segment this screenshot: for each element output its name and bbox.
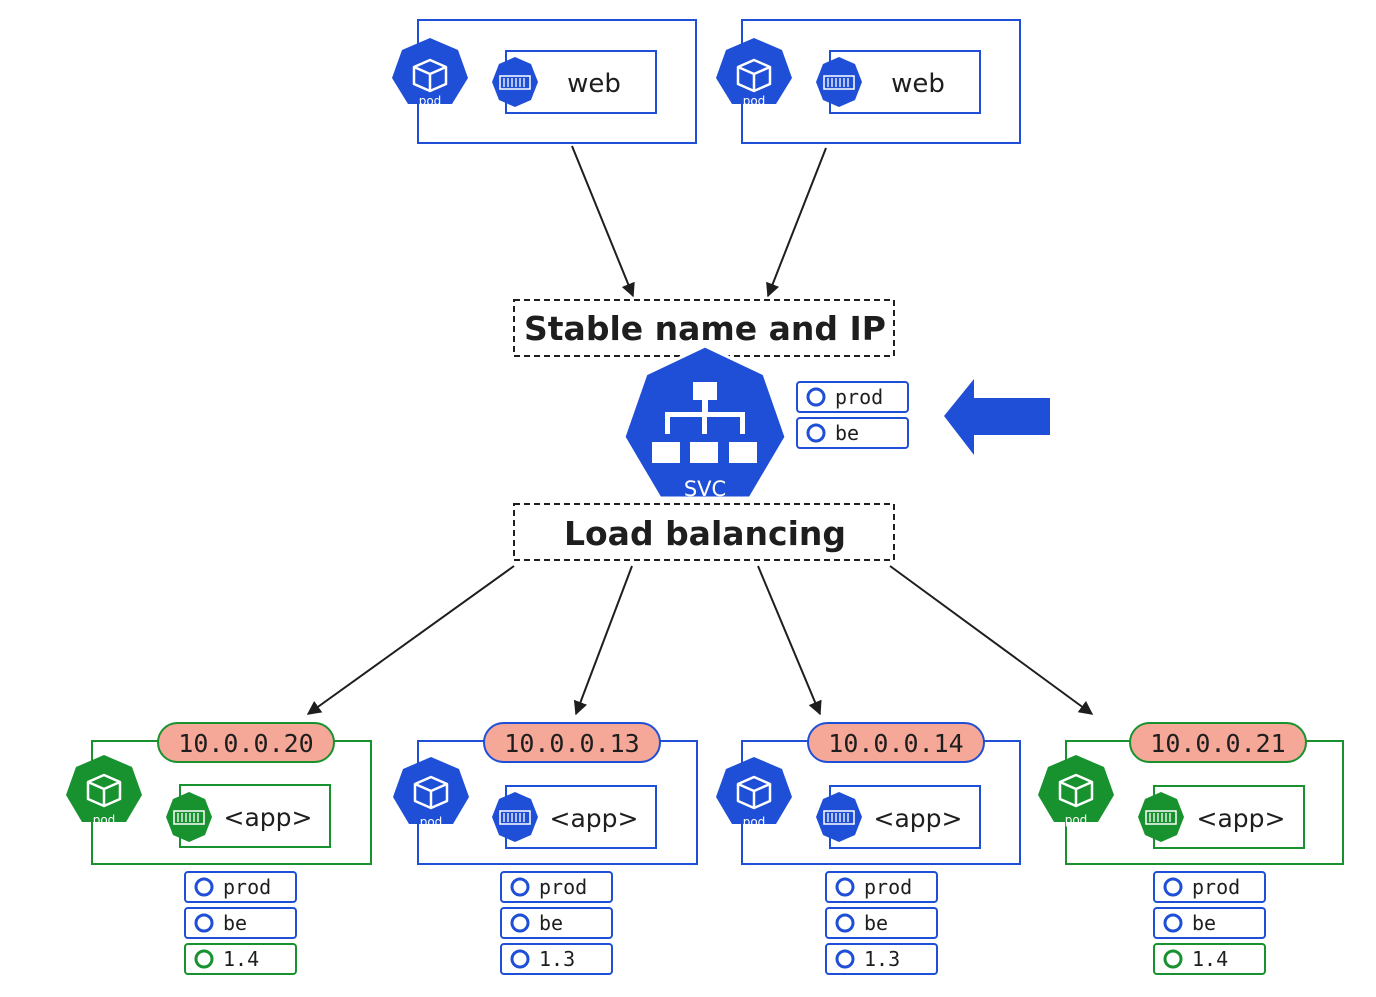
container-name: web — [891, 69, 945, 99]
arrow-web-1-to-service — [571, 145, 635, 298]
backend-pod-2: 10.0.0.13 pod <app> prod be — [393, 722, 698, 975]
pod-label: pod — [420, 815, 443, 829]
top-caption: Stable name and IP — [524, 309, 886, 348]
pod-label-prod: prod — [500, 871, 613, 903]
container-name: <app> — [1197, 804, 1286, 833]
container-name: web — [567, 69, 621, 99]
label-text: prod — [223, 875, 271, 899]
pod-icon: pod — [66, 755, 142, 827]
label-text: be — [539, 911, 563, 935]
arrow-left-icon — [944, 379, 1050, 455]
bottom-caption-box — [513, 503, 895, 561]
pod-label-version: 1.3 — [825, 943, 938, 975]
container-icon — [1138, 792, 1184, 842]
label-text: 1.4 — [1192, 947, 1228, 971]
service-icon: SVC — [622, 344, 788, 501]
pod-icon: pod — [392, 38, 468, 108]
label-text: prod — [1192, 875, 1240, 899]
container-icon — [166, 792, 212, 842]
label-text: be — [835, 421, 859, 445]
selector-label-prod: prod — [796, 381, 909, 413]
pod-label-prod: prod — [1153, 871, 1266, 903]
pod-label-version: 1.3 — [500, 943, 613, 975]
label-text: be — [864, 911, 888, 935]
frontend-pod-1: pod web — [392, 19, 697, 144]
label-text: be — [223, 911, 247, 935]
container-name: <app> — [874, 804, 963, 833]
bottom-caption: Load balancing — [564, 514, 846, 553]
ip-badge — [157, 722, 335, 763]
label-text: 1.3 — [864, 947, 900, 971]
svc-label: SVC — [684, 477, 726, 501]
container-icon — [492, 792, 538, 842]
pod-label-prod: prod — [184, 871, 297, 903]
ip-badge — [1129, 722, 1307, 763]
pod-label-be: be — [825, 907, 938, 939]
pod-label-prod: prod — [825, 871, 938, 903]
pod-label-version: 1.4 — [184, 943, 297, 975]
pod-label-be: be — [500, 907, 613, 939]
arrow-service-to-app-1 — [306, 565, 515, 715]
pod-label-version: 1.4 — [1153, 943, 1266, 975]
container-name: <app> — [550, 804, 639, 833]
ip-address: 10.0.0.21 — [1150, 729, 1285, 758]
container-icon — [816, 792, 862, 842]
pod-label-be: be — [184, 907, 297, 939]
ip-address: 10.0.0.13 — [504, 729, 639, 758]
container-icon — [492, 57, 538, 107]
backend-pod-3: 10.0.0.14 pod <app> prod be — [716, 722, 1021, 975]
label-text: prod — [539, 875, 587, 899]
backend-pod-1: 10.0.0.20 pod <app> prod be — [66, 722, 372, 975]
arrow-service-to-app-3 — [757, 565, 822, 716]
backend-pod-4: 10.0.0.21 pod <app> prod be — [1038, 722, 1344, 975]
pod-label: pod — [93, 813, 116, 827]
container-name: <app> — [224, 803, 313, 832]
pod-label: pod — [743, 815, 766, 829]
label-text: prod — [864, 875, 912, 899]
pod-label: pod — [1065, 813, 1088, 827]
pod-icon: pod — [393, 757, 469, 829]
pod-icon: pod — [1038, 755, 1114, 827]
pod-label: pod — [419, 94, 442, 108]
label-text: 1.3 — [539, 947, 575, 971]
selector-label-be: be — [796, 417, 909, 449]
arrow-service-to-app-4 — [889, 565, 1094, 715]
pod-label: pod — [743, 94, 766, 108]
ip-address: 10.0.0.14 — [828, 729, 963, 758]
ip-badge — [807, 722, 985, 763]
ip-badge — [483, 722, 661, 763]
arrow-service-to-app-2 — [573, 565, 633, 716]
pod-label-be: be — [1153, 907, 1266, 939]
container-icon — [816, 57, 862, 107]
frontend-pod-2: pod web — [716, 19, 1021, 144]
label-text: 1.4 — [223, 947, 259, 971]
ip-address: 10.0.0.20 — [178, 729, 313, 758]
pod-icon: pod — [716, 38, 792, 108]
service: Stable name and IP Load balancing SVC pr… — [513, 299, 1050, 561]
pod-icon: pod — [716, 757, 792, 829]
label-text: be — [1192, 911, 1216, 935]
arrow-web-2-to-service — [766, 147, 827, 298]
label-text: prod — [835, 385, 883, 409]
